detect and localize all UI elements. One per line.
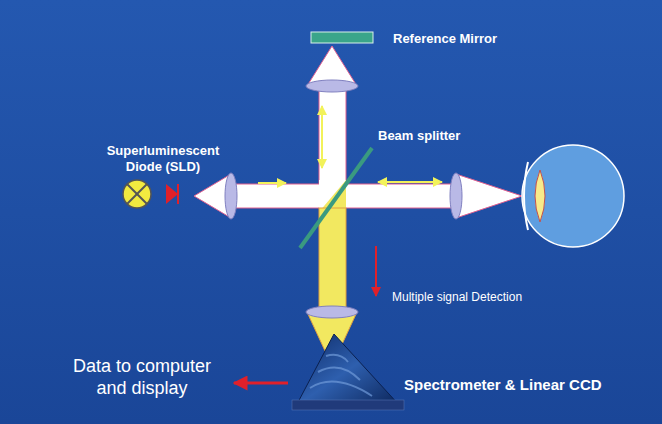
beam-crossing	[319, 180, 346, 212]
linear-ccd	[292, 400, 404, 410]
light-direction-arrow	[378, 181, 442, 183]
beam-splitter	[300, 148, 372, 248]
prism-shading	[310, 355, 372, 396]
detection-beam	[319, 208, 346, 312]
eye	[522, 145, 624, 247]
diode-symbol	[177, 184, 179, 204]
part-label: Spectrometer & Linear CCD	[404, 376, 634, 394]
eye-lens	[535, 170, 545, 222]
combined-beam-corner	[319, 180, 346, 212]
diode-symbol	[166, 184, 178, 204]
lens	[306, 306, 358, 318]
output-label: Data to computer and display	[56, 356, 228, 399]
beam-arrow-right	[456, 174, 522, 218]
signal-label: Multiple signal Detection	[392, 290, 592, 304]
data-arrow	[234, 382, 288, 385]
lens	[450, 173, 462, 219]
signal-arrow	[375, 246, 377, 296]
source-cross	[127, 184, 147, 204]
cornea	[524, 162, 528, 230]
reference-mirror	[311, 32, 373, 43]
light-direction-arrow	[258, 182, 286, 184]
light-direction-arrow	[321, 106, 323, 168]
lens	[225, 173, 237, 219]
reference-beam	[319, 86, 346, 186]
source-cross	[127, 184, 147, 204]
light-source	[123, 180, 151, 208]
spectrometer	[296, 334, 400, 406]
part-label: Superluminescent Diode (SLD)	[98, 143, 228, 174]
part-label: Beam splitter	[378, 128, 498, 144]
part-label: Reference Mirror	[393, 31, 573, 47]
lens	[306, 80, 358, 92]
